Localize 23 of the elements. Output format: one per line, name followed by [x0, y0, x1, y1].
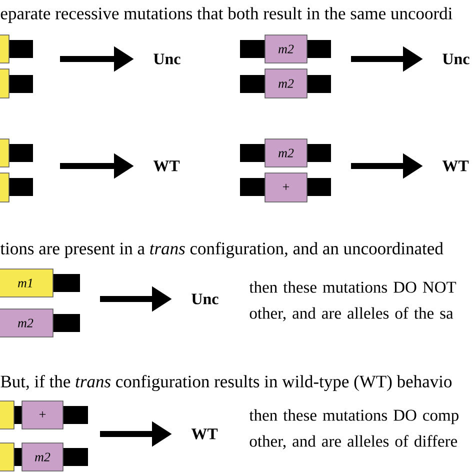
chromosome — [0, 138, 33, 168]
chromosome: m2 — [240, 34, 331, 64]
chromosome: + — [240, 172, 331, 202]
chromosome: + — [22, 400, 64, 430]
heading-text: eparate recessive mutations that both result in the same uncoordi — [0, 7, 452, 23]
phenotype-label: Unc — [154, 54, 180, 64]
chromosome: m2 — [22, 442, 64, 472]
chromosome: m2 — [240, 68, 331, 98]
chromosome — [0, 34, 33, 64]
phenotype-label: WT — [442, 160, 469, 172]
chromosome: m2 — [240, 138, 331, 168]
description-text: then these mutations DO comp other, and are alleles of differe — [249, 409, 458, 450]
heading-text: tions are present in a trans configuration, and an uncoordinated — [0, 242, 444, 258]
chromosome: m2 — [0, 308, 80, 338]
chromosome — [0, 68, 33, 98]
phenotype-label: WT — [191, 428, 218, 440]
description-text: then these mutations DO NOT other, and are alleles of the sa — [249, 281, 456, 322]
phenotype-label: Unc — [192, 294, 218, 304]
phenotype-label: WT — [153, 160, 180, 172]
chromosome — [0, 172, 33, 202]
heading-text: But, if the trans configuration results in wild-type (WT) behavio — [0, 374, 452, 392]
chromosome: m1 — [0, 268, 80, 298]
phenotype-label: Unc — [442, 54, 470, 64]
